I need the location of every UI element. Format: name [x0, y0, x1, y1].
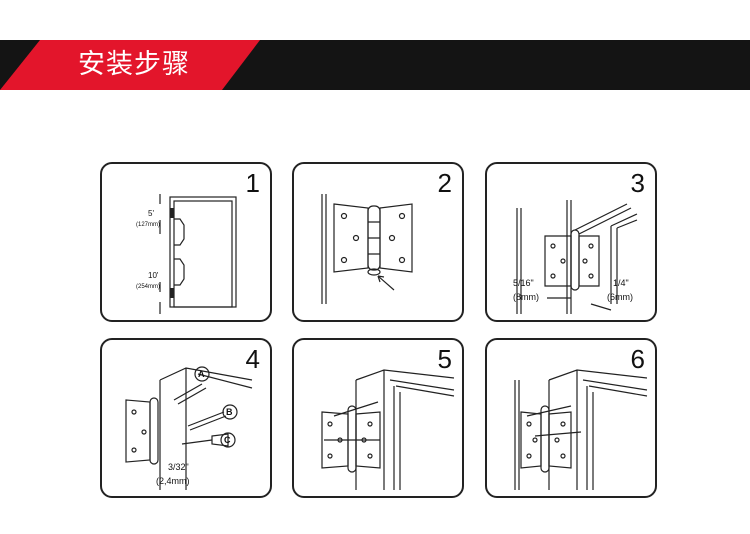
label-step-b: B: [226, 407, 233, 417]
step-number: 2: [437, 168, 452, 198]
step-panel-6: 6: [485, 338, 657, 498]
step-number: 5: [437, 344, 452, 374]
screw-installation-diagram: [321, 369, 455, 490]
step-number: 1: [245, 168, 260, 198]
step-panel-2: 2: [292, 162, 464, 322]
step-panel-1: 1 5' (127mm) 10' (254mm): [100, 162, 272, 322]
label-step-a: A: [198, 369, 205, 379]
step-number: 3: [630, 168, 645, 198]
label-drill-size-mm: (2,4mm): [156, 476, 190, 486]
label-right-offset-mm: (6mm): [607, 292, 633, 302]
label-left-offset: 5/16": [513, 278, 534, 288]
label-step-c: C: [224, 435, 231, 445]
label-mid-distance-mm: (254mm): [136, 284, 160, 290]
banner-accent-tab: [0, 40, 260, 90]
door-measurement-diagram: 5' (127mm) 10' (254mm): [136, 194, 237, 314]
label-mid-distance: 10': [148, 271, 159, 280]
step-panel-5: 5: [292, 338, 464, 498]
label-drill-size: 3/32": [168, 462, 189, 472]
drilling-diagram: A B C 3/32" (2,4mm): [125, 366, 253, 490]
step-number: 6: [630, 344, 645, 374]
hinge-diagram: [321, 194, 413, 304]
label-top-distance-mm: (127mm): [136, 222, 160, 228]
header-banner: 安装步骤: [0, 40, 750, 90]
finished-hinge-diagram: [514, 369, 648, 490]
step-panel-3: 3 5/16" (8mm) 1/4" (6mm): [485, 162, 657, 322]
hinge-placement-diagram: 5/16" (8mm) 1/4" (6mm): [513, 200, 638, 314]
label-top-distance: 5': [148, 209, 154, 218]
step-panel-4: 4 A B C 3/32" (2,4mm): [100, 338, 272, 498]
label-right-offset: 1/4": [613, 278, 629, 288]
label-left-offset-mm: (8mm): [513, 292, 539, 302]
page-title: 安装步骤: [78, 49, 190, 80]
step-number: 4: [245, 344, 260, 374]
